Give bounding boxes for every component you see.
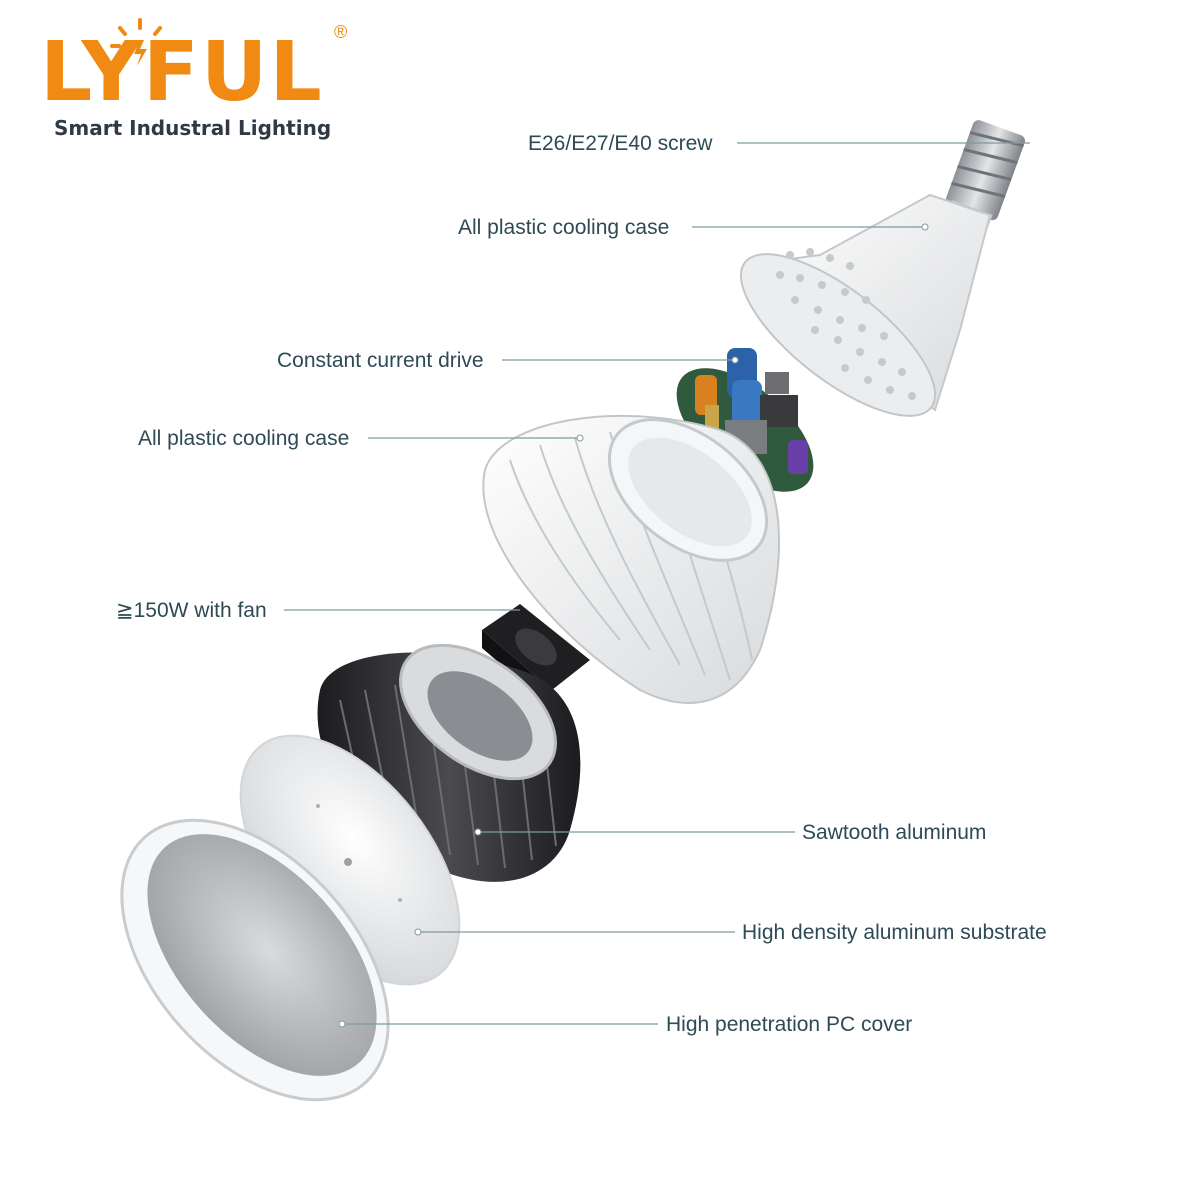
middle-cooling-case (482, 414, 781, 704)
dot-heatsink (474, 828, 482, 836)
registered-mark: ® (334, 22, 348, 42)
lightbulb-icon (110, 18, 170, 66)
dot-pc-cover (338, 1020, 346, 1028)
callout-driver: Constant current drive (277, 349, 484, 372)
callout-screw: E26/E27/E40 screw (528, 132, 713, 155)
brand-logo: LYFUL ® Smart Industral Lighting (36, 18, 366, 148)
logo-wordmark: LYFUL (40, 25, 324, 120)
callout-plastic-case-top: All plastic cooling case (458, 216, 670, 239)
pc-cover (120, 818, 390, 1102)
callout-heatsink: Sawtooth aluminum (802, 821, 987, 844)
top-cooling-case (739, 193, 992, 417)
callout-plastic-case-mid: All plastic cooling case (138, 427, 350, 450)
dot-substrate (414, 928, 422, 936)
dot-driver (731, 356, 739, 364)
callout-fan: ≧150W with fan (116, 599, 267, 622)
callout-pc-cover: High penetration PC cover (666, 1013, 913, 1036)
dot-plastic-case-mid (576, 434, 584, 442)
logo-tagline: Smart Industral Lighting (54, 116, 332, 140)
callout-substrate: High density aluminum substrate (742, 921, 1047, 944)
dot-plastic-case-top (921, 223, 929, 231)
